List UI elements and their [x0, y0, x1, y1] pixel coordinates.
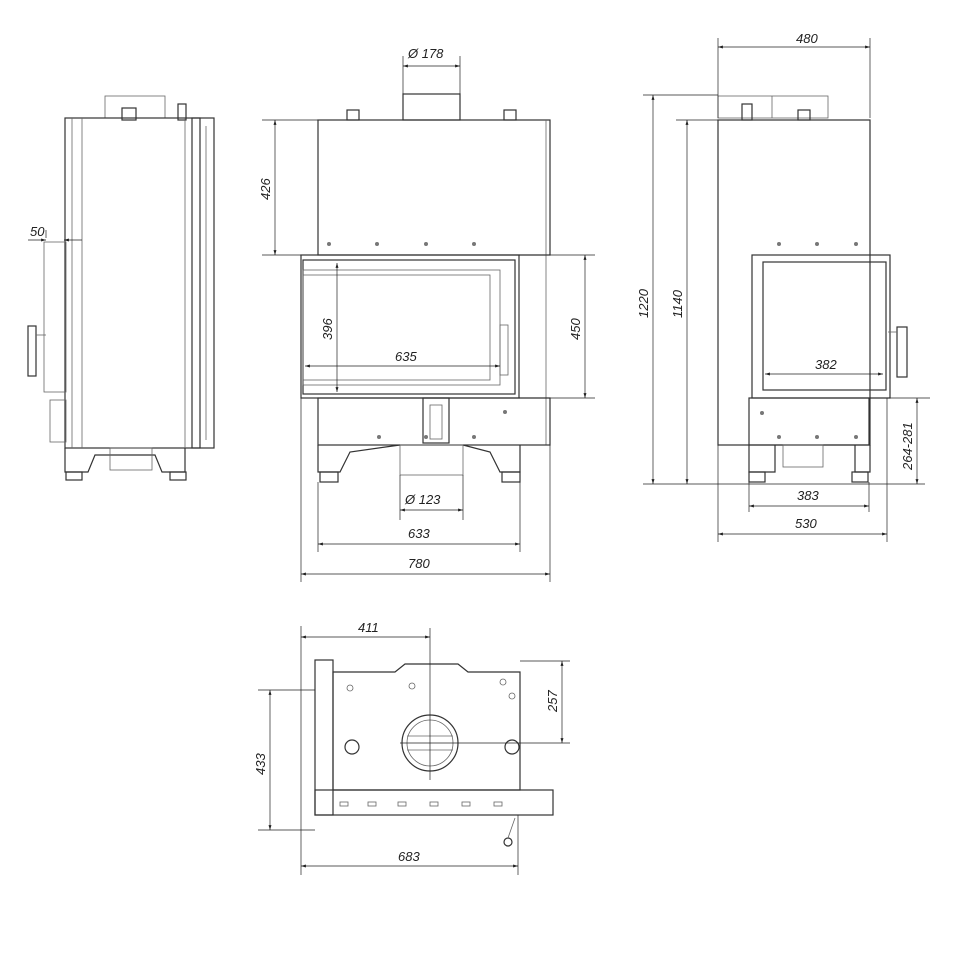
dim-530: 530 — [795, 516, 817, 531]
dim-383: 383 — [797, 488, 819, 503]
dim-633: 633 — [408, 526, 430, 541]
side-view: 50 — [27, 95, 215, 481]
dim-257: 257 — [545, 690, 560, 713]
dim-480: 480 — [796, 31, 818, 46]
dim-1220: 1220 — [636, 288, 651, 318]
dim-433: 433 — [253, 753, 268, 775]
dim-264-281: 264-281 — [900, 422, 915, 471]
dim-411: 411 — [358, 620, 379, 635]
dim-side-50: 50 — [30, 224, 45, 239]
dim-450: 450 — [568, 318, 583, 340]
top-view: 411 257 433 683 — [253, 620, 570, 875]
dim-1140: 1140 — [670, 289, 685, 318]
dim-683: 683 — [398, 849, 420, 864]
dim-426: 426 — [258, 178, 273, 200]
dim-780: 780 — [408, 556, 430, 571]
right-view: 480 1220 1140 382 264-281 383 530 — [636, 31, 930, 542]
front-view: Ø 178 426 396 635 450 Ø 123 633 780 — [258, 46, 595, 582]
dim-635: 635 — [395, 349, 417, 364]
dim-396: 396 — [320, 318, 335, 340]
dim-382: 382 — [815, 357, 837, 372]
dim-flue-178: Ø 178 — [407, 46, 444, 61]
dim-inlet-123: Ø 123 — [404, 492, 441, 507]
